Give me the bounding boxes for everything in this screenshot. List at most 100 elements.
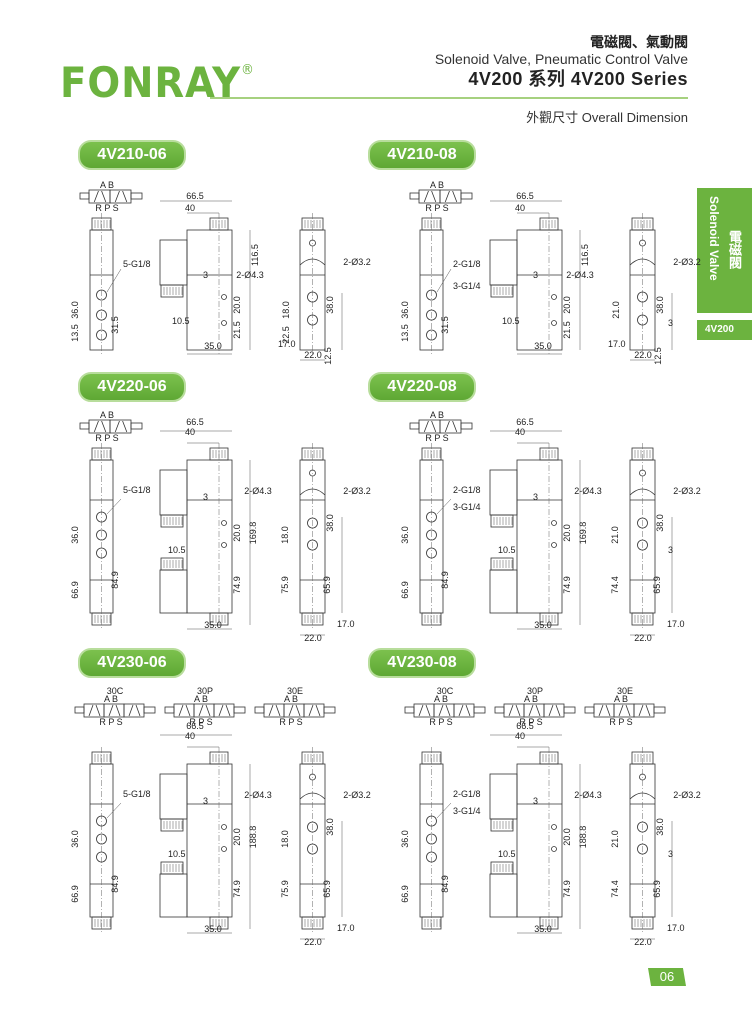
symbol-box — [173, 703, 195, 718]
symbol-box — [263, 703, 285, 718]
flow-arrow — [114, 190, 120, 203]
flow-arrow — [295, 704, 301, 717]
dimension-label-port-a: 5-G1/8 — [123, 789, 151, 799]
flow-arrow — [95, 704, 101, 717]
dimension-label-side-right: 38.0 — [325, 514, 335, 532]
dimension-label-lower-height: 21.5 — [232, 321, 242, 339]
symbol-box — [543, 703, 565, 718]
views: 2-G1/83-G1/436.066.984.966.54032-Ø4.320.… — [400, 417, 701, 643]
middle-view-body — [186, 459, 233, 614]
dimension-label-side-lower: 74.4 — [610, 576, 620, 594]
dimension-label-hole-pitch: 20.0 — [232, 296, 242, 314]
coil — [159, 773, 188, 820]
coil-lower — [489, 569, 518, 614]
port-circle — [96, 329, 107, 341]
middle-view-body — [516, 459, 563, 614]
dimension-label-width-total: 66.5 — [516, 417, 534, 427]
dimension-label-side-lower: 74.4 — [610, 880, 620, 898]
dimension-label-width-coil: 40 — [515, 427, 525, 437]
dimension-label-left-side: 84.9 — [440, 571, 450, 589]
dimension-label-left-lower: 66.9 — [70, 581, 80, 599]
coil-lower — [159, 569, 188, 614]
model-title: 4V230-06 — [78, 648, 186, 678]
dimension-label-hole-pitch: 20.0 — [562, 296, 572, 314]
dimension-label-port-b: 3-G1/4 — [453, 281, 481, 291]
dimension-label-side-hole: 2-Ø3.2 — [673, 257, 701, 267]
port-circle — [637, 517, 648, 529]
coil-lower — [159, 873, 188, 918]
dimension-label-height-total: 188.8 — [248, 826, 258, 849]
leader-line — [436, 268, 452, 293]
dimension-label-left-side: 84.9 — [110, 571, 120, 589]
valve-symbol: A BR P S — [409, 410, 473, 443]
dimension-label-side-bottom: 12.5 — [653, 347, 663, 365]
symbol-box — [453, 703, 475, 718]
port-circle — [96, 547, 107, 559]
actuator-left — [409, 422, 420, 430]
symbol-ports-bottom: R P S — [189, 717, 212, 727]
dimension-label-height-total: 116.5 — [580, 244, 590, 266]
actuator-left — [584, 706, 595, 714]
dimension-label-side-upper: 18.0 — [281, 301, 291, 319]
dimension-label-side-upper: 21.0 — [610, 526, 620, 544]
symbol-ports-top: A B — [104, 694, 118, 704]
end-cap — [490, 284, 514, 298]
dimension-label-left-side: 84.9 — [440, 875, 450, 893]
symbol-ports-bottom: R P S — [99, 717, 122, 727]
coil — [489, 239, 518, 286]
actuator-left — [79, 192, 90, 200]
dimension-label-width-coil: 40 — [515, 203, 525, 213]
dimension-label-side-offset: 17.0 — [667, 923, 685, 933]
middle-view-body — [186, 763, 233, 918]
symbol-box — [633, 703, 655, 718]
dimension-label-side-right: 38.0 — [655, 296, 665, 314]
actuator-right — [653, 706, 666, 714]
dimension-label-base-width: 35.0 — [204, 924, 222, 934]
actuator-right — [563, 706, 576, 714]
dimension-label-mount-hole: 2-Ø4.3 — [236, 270, 264, 280]
end-cap — [160, 557, 184, 571]
dimension-label-width-total: 66.5 — [186, 721, 204, 731]
port-circle — [426, 833, 437, 845]
port-circle — [426, 547, 437, 559]
symbol-name: 30C — [437, 686, 454, 696]
leader-line — [436, 498, 452, 515]
dimension-label-side-hole: 2-Ø3.2 — [673, 790, 701, 800]
mount-hole — [221, 294, 227, 300]
symbol-box — [88, 419, 111, 434]
symbol-ports-top: A B — [430, 410, 444, 420]
flow-arrow — [218, 704, 224, 717]
dimension-label-width-coil: 40 — [185, 731, 195, 741]
end-cap — [160, 861, 184, 875]
end-cap — [160, 514, 184, 528]
dimension-label-width-coil: 40 — [185, 427, 195, 437]
symbol-name: 30E — [287, 686, 303, 696]
dimension-label-side-hole: 2-Ø3.2 — [343, 486, 371, 496]
symbol-name: 30P — [527, 686, 543, 696]
dimension-label-left-upper: 36.0 — [70, 301, 80, 319]
flow-arrow — [431, 190, 437, 203]
mount-hole — [221, 824, 227, 830]
flow-arrow — [445, 704, 451, 717]
dimension-label-side-width: 22.0 — [304, 633, 322, 643]
valve-symbol: A BR P S — [79, 180, 143, 213]
port-circle — [637, 539, 648, 551]
views: 2-G1/83-G1/436.066.984.966.54032-Ø4.320.… — [400, 721, 701, 947]
dimension-label-offset: 10.5 — [172, 316, 190, 326]
flow-arrow — [444, 420, 450, 433]
symbol-ports-top: A B — [100, 410, 114, 420]
dimension-label-width-total: 66.5 — [516, 721, 534, 731]
dimension-label-port-a: 2-G1/8 — [453, 259, 481, 269]
dimension-label-mount-hole: 2-Ø4.3 — [566, 270, 594, 280]
actuator-left — [404, 706, 415, 714]
flow-arrow — [555, 704, 561, 717]
actuator-left — [79, 422, 90, 430]
dimension-label-width-coil: 40 — [515, 731, 525, 741]
dimension-label-left-upper: 36.0 — [400, 526, 410, 544]
dimension-label-side-offset: 17.0 — [337, 923, 355, 933]
coil-lower — [489, 873, 518, 918]
